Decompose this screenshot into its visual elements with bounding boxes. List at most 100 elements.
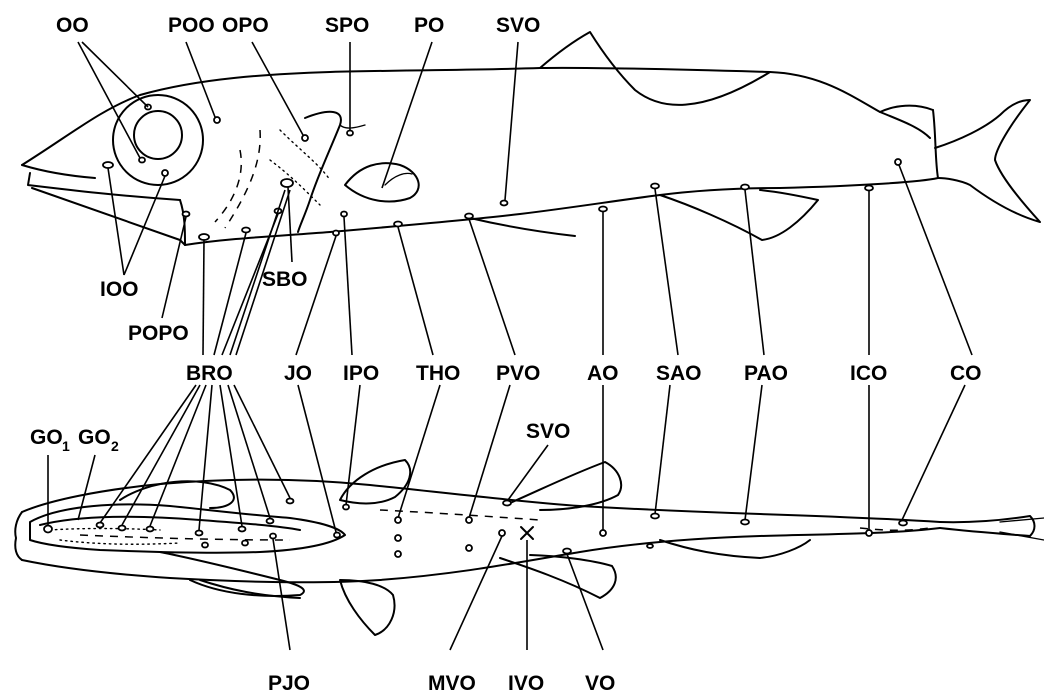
leader-bro-up-4 [229, 189, 286, 356]
label-oo: OO [56, 14, 89, 37]
leader-ipo-up [343, 216, 353, 356]
photophore-poo [213, 116, 221, 124]
label-svo-bottom: SVO [526, 420, 570, 443]
leader-pao-down [744, 384, 763, 521]
lateral-opercle-dots [269, 159, 321, 206]
label-bro: BRO [186, 362, 233, 385]
photophore-popo [181, 210, 191, 218]
lateral-operculum [297, 110, 342, 233]
photophore-bro-v7 [201, 541, 209, 549]
ventral-tail-dash [859, 527, 931, 532]
lateral-preopercle-dashed [224, 129, 261, 229]
ventral-dashed-mid [79, 534, 291, 541]
ventral-head-dots-1 [49, 527, 161, 531]
photophore-tho-v3 [394, 550, 402, 558]
lateral-caudal-fin [934, 99, 1041, 223]
label-spo: SPO [325, 14, 369, 37]
leader-svo [504, 41, 519, 201]
label-pao: PAO [744, 362, 788, 385]
lateral-ventral-outline [184, 187, 781, 246]
ventral-gill-arch-2 [159, 551, 305, 597]
ventral-gill-arch-3 [199, 579, 301, 599]
ventral-head-dots-2 [59, 539, 181, 545]
photophore-pvo-v [465, 516, 473, 524]
ivo-cross-mark [520, 526, 534, 540]
photophore-co-v [898, 519, 908, 527]
leader-ioo-1 [107, 167, 125, 276]
leader-bro-down-2 [121, 384, 201, 526]
ventral-body-lower [21, 527, 941, 584]
lateral-caudal-peduncle [779, 109, 939, 189]
lateral-pectoral-fin [344, 162, 420, 203]
ventral-pectoral-fin-upper [339, 459, 412, 505]
photophore-svo [499, 199, 509, 207]
photophore-go2 [95, 521, 105, 529]
label-poo: POO [168, 14, 215, 37]
leader-bro-down-3 [149, 384, 207, 527]
photophore-tho [393, 220, 403, 228]
leader-ipo-down [345, 384, 361, 506]
label-go2-subscript: 2 [111, 438, 119, 454]
leader-ioo-2 [123, 175, 166, 276]
ventral-labels: GO 1 GO 2 SVO PJO MVO IVO VO [30, 420, 615, 695]
label-ivo: IVO [508, 672, 544, 695]
lateral-leader-lines [77, 41, 519, 319]
photophore-pao-v [740, 518, 750, 526]
photophore-sao-v [650, 512, 660, 520]
photophore-ioo [102, 161, 114, 169]
ventral-anal-fin [659, 539, 811, 559]
ventral-mid-body-dash [379, 509, 541, 521]
leader-pjo [272, 538, 291, 651]
label-ipo: IPO [343, 362, 379, 385]
leader-go2 [77, 454, 96, 521]
lateral-view-fish [21, 31, 1041, 319]
lateral-labels: OO POO OPO SPO PO SVO IOO POPO SBO [56, 14, 540, 345]
photophore-opo [301, 134, 309, 142]
label-tho: THO [416, 362, 460, 385]
po-mark [384, 172, 413, 186]
photophore-ipo [340, 210, 348, 218]
ventral-pelvic-fin-upper [509, 461, 623, 511]
photophore-mvo [498, 529, 506, 537]
label-ico: ICO [850, 362, 887, 385]
leader-bro-down-6 [227, 384, 271, 519]
leader-oo-2 [77, 41, 141, 159]
leader-poo [185, 41, 216, 118]
leader-jo-down [297, 384, 337, 533]
ventral-snout [14, 511, 23, 561]
leader-po [381, 41, 433, 189]
label-ao: AO [587, 362, 619, 385]
leader-bro-down-7 [233, 384, 291, 499]
photophore-bro-v5 [265, 517, 275, 525]
lateral-eye-outer [112, 94, 204, 186]
leader-vo [566, 553, 604, 651]
photophore-jo-v [333, 531, 341, 539]
lateral-dorsal-fin [539, 31, 771, 106]
leader-opo [251, 41, 304, 136]
ventral-pelvic-fin-lower [499, 554, 617, 599]
leader-sao-down [654, 384, 671, 515]
photophore-pjo [269, 532, 277, 540]
ventral-caudal-rays [999, 517, 1044, 541]
photophore-oo-lower [138, 156, 146, 164]
label-jo: JO [284, 362, 312, 385]
ventral-photophores [43, 497, 908, 558]
photophore-vo [562, 547, 572, 555]
leader-bro-down-4 [198, 384, 213, 531]
photophore-pao [740, 183, 750, 191]
lateral-pelvic-fin [469, 217, 576, 237]
leader-bro-up-2 [213, 232, 247, 356]
label-go1: GO [30, 426, 63, 449]
lateral-anal-fin [659, 189, 819, 241]
leader-co-down [901, 384, 966, 521]
ventral-head-outline [29, 503, 346, 554]
photophore-ipo-v [342, 503, 350, 511]
leader-sao-up [654, 188, 679, 356]
photophore-tho-v1 [394, 516, 402, 524]
lateral-jaw-lower [31, 187, 186, 246]
label-svo-top: SVO [496, 14, 540, 37]
label-ioo: IOO [100, 278, 139, 301]
lateral-eye-inner [133, 110, 183, 160]
ventral-gill-arch-1 [119, 480, 235, 509]
